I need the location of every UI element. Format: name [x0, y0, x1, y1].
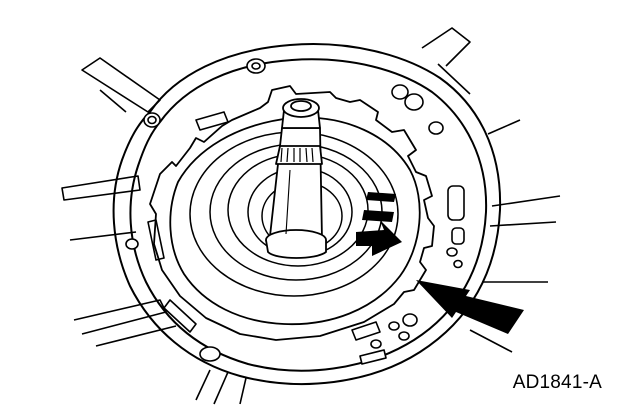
flange-ports — [147, 111, 465, 365]
figure-code: AD1841-A — [512, 372, 602, 393]
background-housing — [61, 27, 561, 405]
pointer-arrow-icon — [416, 280, 524, 334]
center-shaft — [265, 98, 327, 259]
motion-arrow-icon — [356, 192, 402, 256]
bolt-holes — [125, 58, 463, 362]
